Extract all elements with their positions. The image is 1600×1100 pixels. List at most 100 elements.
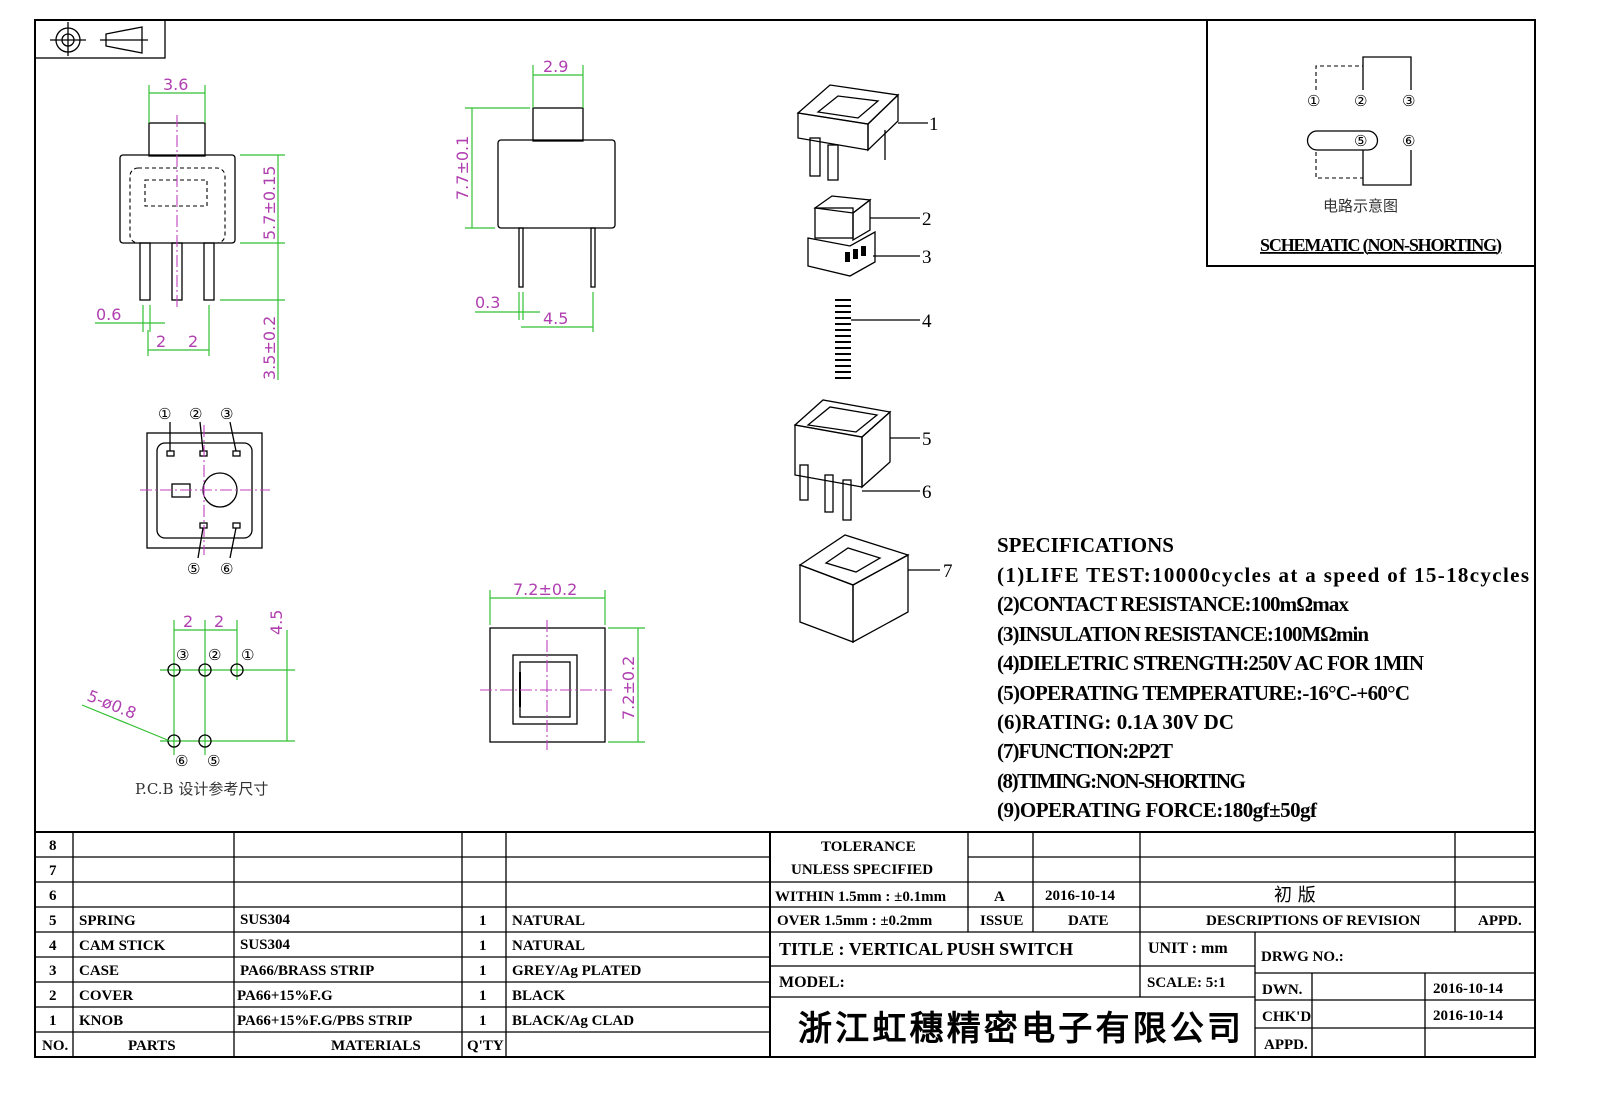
title-block: TOLERANCE UNLESS SPECIFIED WITHIN 1.5mm … [775,839,1522,1053]
tolerance-within: WITHIN 1.5mm : ±0.1mm [775,889,947,905]
unit: UNIT : mm [1148,940,1228,957]
dim-pitch-b: 2 [188,332,198,351]
table-row: 4 CAM STICK SUS304 1 NATURAL [49,937,585,954]
pin-label: ① [241,646,254,664]
part-number: 5 [922,429,932,450]
bottom-view: ① ② ③ ⑤ ⑥ [140,405,270,578]
table-cell: 1 [479,938,487,954]
table-cell: SPRING [79,913,136,929]
model-label: MODEL: [779,974,845,991]
spec-item: (7)FUNCTION:2P2T [997,739,1173,763]
part-cover [807,195,920,277]
issue-label: ISSUE [980,913,1023,929]
title-block-grid [35,831,1535,1057]
pin-label: ⑤ [1354,132,1367,150]
table-cell: PA66+15%F.G/PBS STRIP [237,1013,412,1029]
header-parts: PARTS [128,1038,176,1054]
schematic-title: SCHEMATIC (NON-SHORTING) [1260,235,1502,256]
dim-top-height: 7.2±0.2 [619,656,638,720]
spec-item: (2)CONTACT RESISTANCE:100mΩmax [997,592,1350,616]
spec-item: (5)OPERATING TEMPERATURE:-16°C-+60°C [997,681,1410,705]
part-number: 1 [929,114,939,135]
part-spring [835,299,920,379]
drawing-frame [34,19,1536,1058]
exploded-view: 1 2 3 4 5 6 7 [793,84,953,644]
table-cell: 3 [49,963,57,979]
checked-date: 2016-10-14 [1433,1008,1503,1024]
pin-label: ⑥ [175,752,188,770]
date-label: DATE [1068,913,1109,929]
pin-label: ⑥ [220,560,233,578]
bom-table: 8 7 6 5 SPRING SUS304 1 NATURAL 4 CAM ST… [42,838,641,1054]
dim-pin-length: 3.5±0.2 [260,316,279,380]
table-row: 7 [49,863,57,879]
table-row: 2 COVER PA66+15%F.G 1 BLACK [49,988,566,1004]
dim-side-pin-pitch: 4.5 [543,309,568,328]
table-cell: NATURAL [512,913,585,929]
pin-label: ③ [220,405,233,423]
pin-label: ① [158,405,171,423]
table-cell: GREY/Ag PLATED [512,963,641,979]
part-number: 6 [922,482,932,503]
scale: SCALE: 5:1 [1147,975,1226,991]
checked-label: CHK'D [1262,1009,1311,1025]
drawn-date: 2016-10-14 [1433,981,1503,997]
table-cell: 7 [49,863,57,879]
part-number: 3 [922,247,932,268]
part-number: 4 [922,311,932,332]
top-view: 7.2±0.2 7.2±0.2 [480,580,645,750]
part-knob-frame [796,84,928,181]
dim-width: 3.6 [163,75,188,94]
schematic-panel: ① ② ③ ⑤ ⑥ 电路示意图 SCHEMATIC (NON-SHORTING) [1206,20,1535,267]
pin-label: ① [1307,92,1320,110]
pin-label: ⑥ [1402,132,1415,150]
side-view: 2.9 7.7±0.1 0.3 4.5 [453,57,616,332]
pin-label: ⑤ [207,752,220,770]
table-cell: 1 [49,1013,57,1029]
description-label: DESCRIPTIONS OF REVISION [1206,913,1421,929]
spec-item: (8)TIMING:NON-SHORTING [997,769,1246,793]
part-number: 2 [922,209,932,230]
table-cell: NATURAL [512,938,585,954]
table-cell: 8 [49,838,57,854]
table-row: 8 [49,838,57,854]
table-cell: BLACK [512,988,566,1004]
dim-pcb-pitch-b: 2 [214,612,224,631]
part-number: 7 [943,561,953,582]
dim-pitch-a: 2 [156,332,166,351]
table-cell: 2 [49,988,57,1004]
dim-side-height: 7.7±0.1 [453,136,472,200]
dim-pcb-row: 4.5 [267,610,286,635]
spec-item: (4)DIELETRIC STRENGTH:250V AC FOR 1MIN [997,651,1424,675]
dim-pin-width: 0.6 [96,305,121,324]
revision-description: 初 版 [1274,885,1316,906]
header-materials: MATERIALS [331,1038,421,1054]
table-row: 1 KNOB PA66+15%F.G/PBS STRIP 1 BLACK/Ag … [49,1013,634,1029]
pin-label: ③ [176,646,189,664]
spec-item: (1)LIFE TEST:10000cycles at a speed of 1… [997,563,1529,587]
tolerance-heading: TOLERANCE [821,839,916,855]
header-qty: Q'TY [467,1038,504,1054]
table-cell: BLACK/Ag CLAD [512,1013,634,1029]
part-cap [798,534,940,644]
drawing-title: TITLE : VERTICAL PUSH SWITCH [779,939,1073,959]
table-cell: 1 [479,1013,487,1029]
projection-symbol-icon [34,19,166,59]
spec-item: (6)RATING: 0.1A 30V DC [997,710,1234,734]
table-cell: PA66+15%F.G [237,988,333,1004]
schematic-caption: 电路示意图 [1323,197,1398,215]
pcb-caption: P.C.B 设计参考尺寸 [135,780,268,798]
table-cell: 5 [49,913,57,929]
table-cell: 1 [479,988,487,1004]
spec-item: (9)OPERATING FORCE:180gf±50gf [997,798,1318,822]
company-name: 浙江虹穗精密电子有限公司 [798,1009,1241,1049]
table-cell: KNOB [79,1013,123,1029]
part-case [793,399,920,521]
table-row: 5 SPRING SUS304 1 NATURAL [49,912,585,929]
dim-body-height: 5.7±0.15 [260,166,279,240]
tolerance-over: OVER 1.5mm : ±0.2mm [777,913,933,929]
pin-label: ② [1354,92,1367,110]
dim-top-width: 7.2±0.2 [513,580,577,599]
pin-label: ③ [1402,92,1415,110]
